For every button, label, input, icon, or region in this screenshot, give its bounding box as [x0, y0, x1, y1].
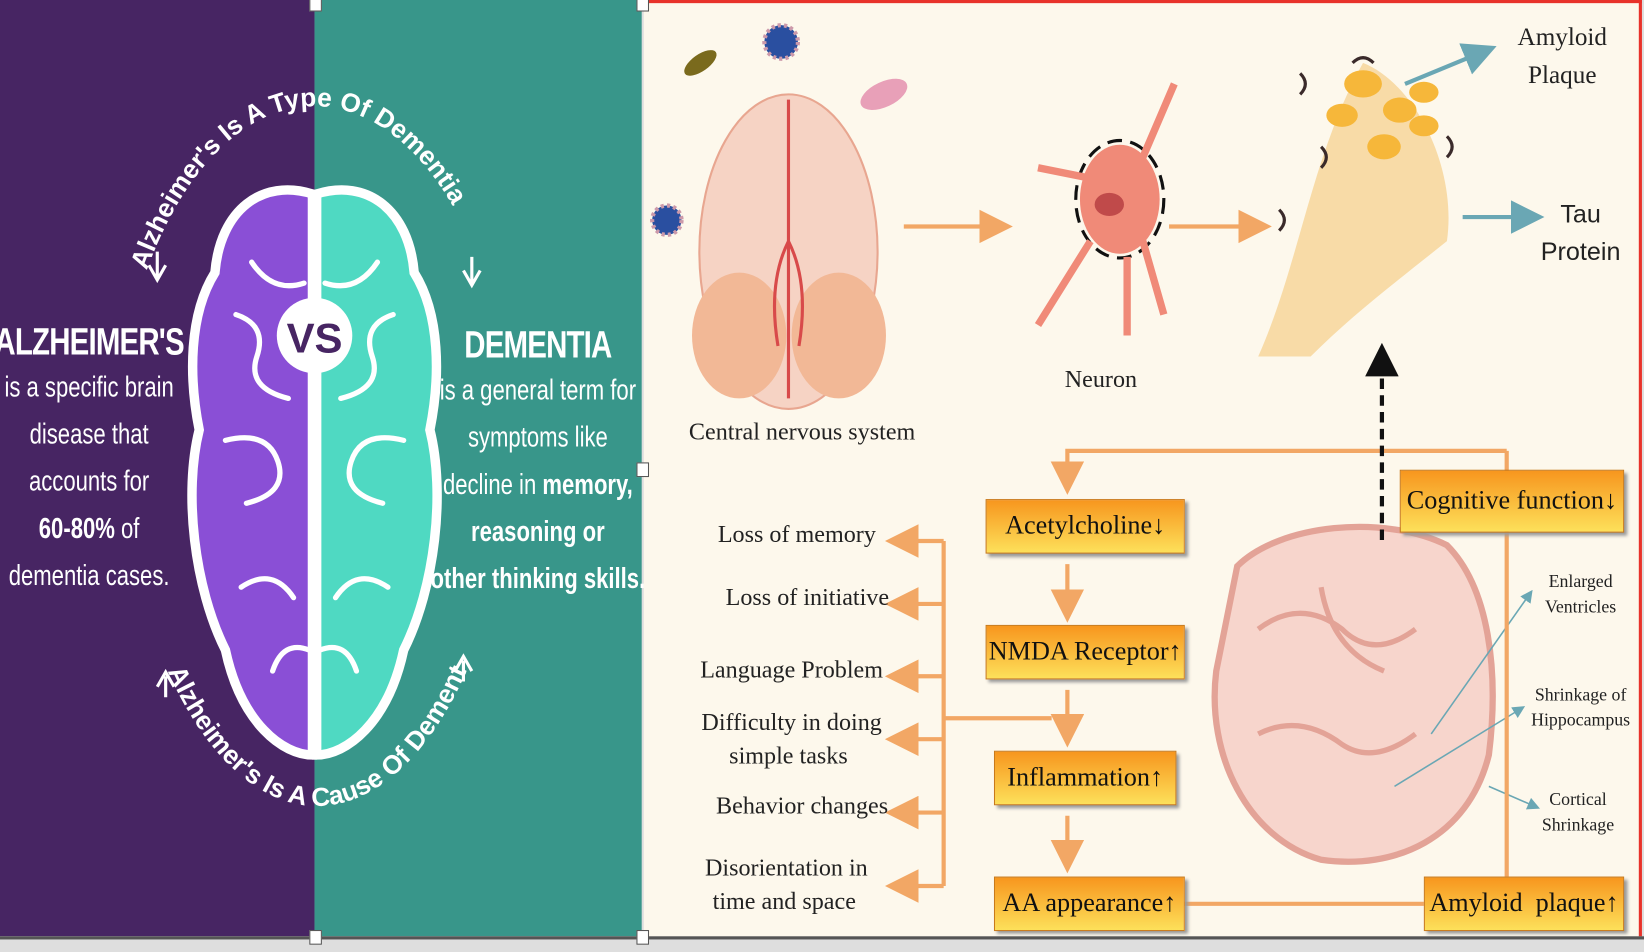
label-line: Protein — [1540, 238, 1621, 267]
up-arrow-icon: ↑ — [1168, 637, 1182, 666]
resize-handle[interactable] — [636, 930, 650, 945]
label-line: Enlarged — [1548, 571, 1613, 592]
symptom-item: Loss of memory — [717, 521, 876, 548]
alz-line: is a specific brain — [4, 371, 174, 403]
dem-decline-line: decline in memory, — [427, 461, 648, 508]
alz-line: accounts for — [28, 465, 150, 497]
alz-stat-line: 60-80% of — [0, 505, 195, 552]
down-arrow-icon: ↓ — [1152, 511, 1166, 540]
dementia-text: DEMENTIA is a general term for symptoms … — [427, 323, 648, 603]
nmda-receptor-box: NMDA Receptor↑ — [985, 624, 1185, 680]
hippocampus-label: Shrinkage of Hippocampus — [1520, 683, 1641, 733]
label-line: Shrinkage of — [1534, 684, 1627, 705]
label-line: Amyloid — [1517, 24, 1608, 52]
alz-stat: 60-80% — [38, 512, 115, 545]
dementia-title: DEMENTIA — [464, 322, 612, 366]
cns-label: Central nervous system — [688, 418, 916, 445]
box-label: NMDA Receptor — [988, 637, 1169, 666]
inflammation-box: Inflammation↑ — [993, 750, 1177, 806]
symptom-item: Disorientation in — [704, 854, 868, 881]
brain-vs-graphic: Alzheimer's Is A Type Of Dementia Alzhei… — [0, 0, 482, 812]
dem-decline-bold: memory, — [542, 468, 633, 501]
alz-line: dementia cases. — [8, 559, 170, 592]
amyloid-tau-illustration — [1258, 56, 1454, 357]
arrow-icons — [147, 251, 482, 698]
resize-handle[interactable] — [636, 462, 650, 478]
up-arrow-icon: ↑ — [1163, 889, 1177, 918]
up-arrow-icon: ↑ — [1605, 889, 1619, 918]
aa-appearance-box: AA appearance↑ — [993, 876, 1185, 932]
symptom-item: simple tasks — [729, 742, 848, 769]
up-arrow-icon: ↑ — [1149, 763, 1164, 792]
down-arrow-icon: ↓ — [1604, 486, 1618, 515]
box-label: Acetylcholine — [1005, 511, 1153, 540]
symptom-item: time and space — [712, 888, 856, 915]
neuron-illustration — [1034, 82, 1178, 336]
cns-brain-illustration — [650, 23, 908, 410]
alzheimers-text: ALZHEIMER'S is a specific brain disease … — [0, 320, 195, 600]
box-label: Amyloid plaque — [1429, 889, 1606, 918]
dem-line: reasoning or — [471, 515, 605, 548]
flow-connectors — [884, 448, 1509, 906]
dem-line: symptoms like — [467, 421, 608, 453]
label-line: Hippocampus — [1531, 709, 1631, 730]
symptom-item: Behavior changes — [716, 792, 889, 819]
label-line: Plaque — [1528, 61, 1597, 90]
alz-line: disease that — [29, 418, 149, 450]
vs-badge — [276, 297, 353, 374]
label-line: Cortical — [1549, 789, 1607, 810]
dem-decline-prefix: decline in — [442, 468, 543, 501]
alzheimers-title: ALZHEIMER'S — [0, 319, 185, 363]
vs-label: VS — [287, 314, 343, 361]
resize-handle[interactable] — [309, 0, 322, 12]
shrunken-brain-illustration — [1211, 523, 1496, 865]
neuron-label: Neuron — [1064, 365, 1138, 393]
label-line: Tau — [1560, 200, 1601, 229]
alz-stat-suffix: of — [114, 512, 140, 545]
dem-line: other thinking skills. — [430, 563, 646, 595]
acetylcholine-box: Acetylcholine↓ — [985, 499, 1185, 554]
symptom-item: Language Problem — [700, 656, 884, 683]
symptom-item: Loss of initiative — [725, 584, 890, 611]
label-line: Shrinkage — [1541, 814, 1615, 835]
label-line: Ventricles — [1544, 596, 1617, 617]
symptom-item: Difficulty in doing — [701, 708, 882, 735]
box-label: Inflammation — [1007, 763, 1150, 792]
resize-handle[interactable] — [636, 0, 650, 12]
box-label: AA appearance — [1002, 889, 1164, 918]
dem-line: is a general term for — [439, 374, 637, 406]
box-label: Cognitive function — [1406, 486, 1605, 515]
resize-handle[interactable] — [309, 930, 322, 945]
editor-bottom-bar — [0, 936, 1644, 952]
amyloid-plaque-box: Amyloid plaque↑ — [1423, 876, 1625, 932]
cognitive-function-box: Cognitive function↓ — [1399, 469, 1625, 533]
